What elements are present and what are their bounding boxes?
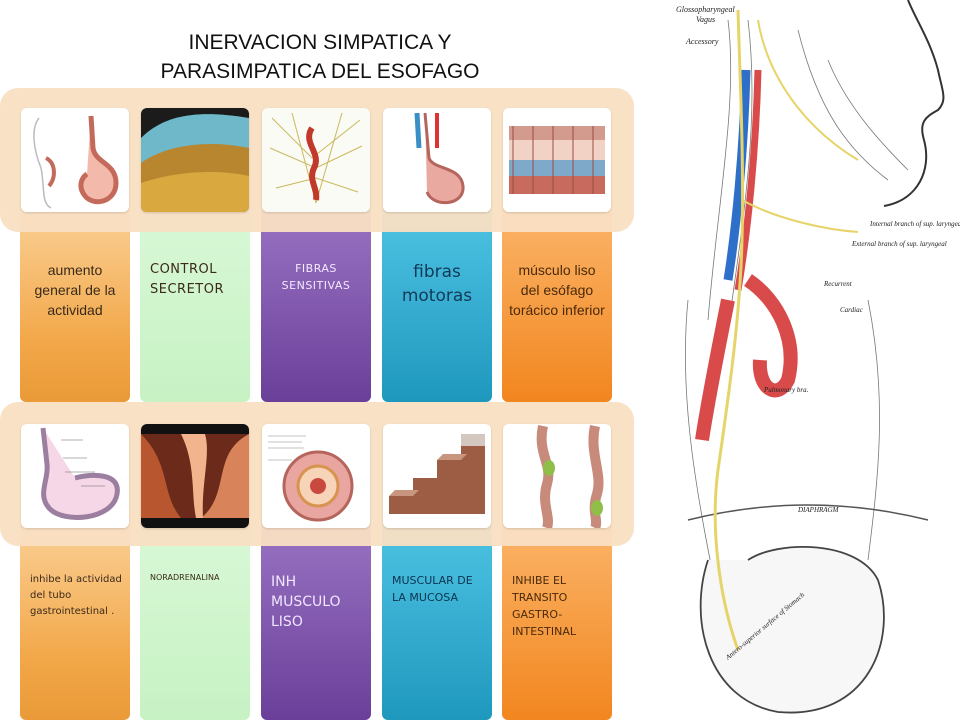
canyon-photo-icon <box>141 424 249 528</box>
card-label: inhibe la actividad del tubo gastrointes… <box>30 574 122 617</box>
card-label: FIBRAS SENSITIVAS <box>281 262 351 292</box>
label-internal-branch: Internal branch of sup. laryngeal <box>869 220 960 228</box>
peristalsis-diagram-icon <box>503 424 611 528</box>
label-vagus: Vagus <box>696 15 715 24</box>
card-row2-4: MUSCULAR DE LA MUCOSA <box>382 520 492 720</box>
card-label: NORADRENALINA <box>150 573 220 582</box>
card-label: aumento general de la actividad <box>34 262 116 318</box>
card-row2-3: INH MUSCULO LISO <box>261 520 371 720</box>
title-line-2: PARASIMPATICA DEL ESOFAGO <box>160 60 480 83</box>
title-line-1: INERVACION SIMPATICA Y <box>188 31 452 54</box>
card-row1-4: fibras motoras <box>382 206 492 402</box>
page-title: INERVACION SIMPATICA Y PARASIMPATICA DEL… <box>120 28 520 86</box>
stomach-diagram-icon <box>21 108 129 212</box>
card-label: fibras motoras <box>401 262 473 306</box>
gut-brain-cross-section-icon <box>262 424 370 528</box>
card-row1-5: músculo liso del esófago torácico inferi… <box>502 206 612 402</box>
label-external-branch: External branch of sup. laryngeal <box>851 240 947 248</box>
tissue-micrograph-icon <box>141 108 249 212</box>
card-row2-5: INHIBE EL TRANSITO GASTRO-INTESTINAL <box>502 520 612 720</box>
label-pulmonary: Pulmonary bra. <box>763 386 809 394</box>
card-row1-2: CONTROL SECRETOR <box>140 206 250 402</box>
card-row2-2: NORADRENALINA <box>140 520 250 720</box>
card-label: CONTROL SECRETOR <box>150 262 224 297</box>
mucosa-layers-icon <box>503 108 611 212</box>
nerve-plexus-icon <box>262 108 370 212</box>
card-label: INHIBE EL TRANSITO GASTRO-INTESTINAL <box>512 574 576 638</box>
label-recurrent: Recurrent <box>823 280 853 288</box>
label-diaphragm: DIAPHRAGM <box>797 506 840 514</box>
label-glossopharyngeal: Glossopharyngeal <box>676 5 735 14</box>
muscle-layers-icon <box>383 424 491 528</box>
esophagus-stomach-icon <box>383 108 491 212</box>
card-row1-3: FIBRAS SENSITIVAS <box>261 206 371 402</box>
card-label: MUSCULAR DE LA MUCOSA <box>392 574 473 604</box>
label-accessory: Accessory <box>685 37 719 46</box>
label-cardiac: Cardiac <box>840 306 864 314</box>
card-row2-1: inhibe la actividad del tubo gastrointes… <box>20 520 130 720</box>
card-row1-1: aumento general de la actividad <box>20 206 130 402</box>
card-label: músculo liso del esófago torácico inferi… <box>509 262 605 318</box>
vagus-nerve-illustration: Glossopharyngeal Vagus Accessory Interna… <box>648 0 960 720</box>
card-label: INH MUSCULO LISO <box>271 574 341 630</box>
esophagus-diagram-icon <box>21 424 129 528</box>
